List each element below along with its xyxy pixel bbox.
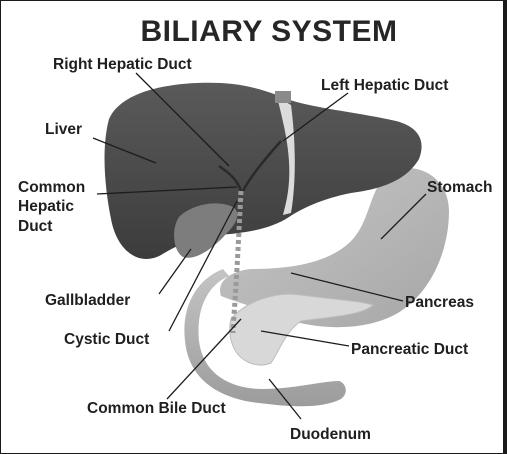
label-stomach: Stomach [427,179,492,196]
label-common-hepatic-duct-1: Common [18,179,85,196]
label-common-hepatic-duct-3: Duct [18,218,52,235]
label-cystic-duct: Cystic Duct [64,331,149,348]
label-left-hepatic-duct: Left Hepatic Duct [321,77,448,94]
label-pancreatic-duct: Pancreatic Duct [351,341,468,358]
label-pancreas: Pancreas [405,294,474,311]
label-common-hepatic-duct-2: Hepatic [18,198,74,215]
label-right-hepatic-duct: Right Hepatic Duct [53,56,192,73]
label-liver: Liver [45,121,82,138]
diagram-title: BILIARY SYSTEM [140,15,397,48]
label-duodenum: Duodenum [290,426,371,443]
ligament-top [275,91,291,103]
label-common-bile-duct: Common Bile Duct [87,400,226,417]
label-gallbladder: Gallbladder [45,292,130,309]
